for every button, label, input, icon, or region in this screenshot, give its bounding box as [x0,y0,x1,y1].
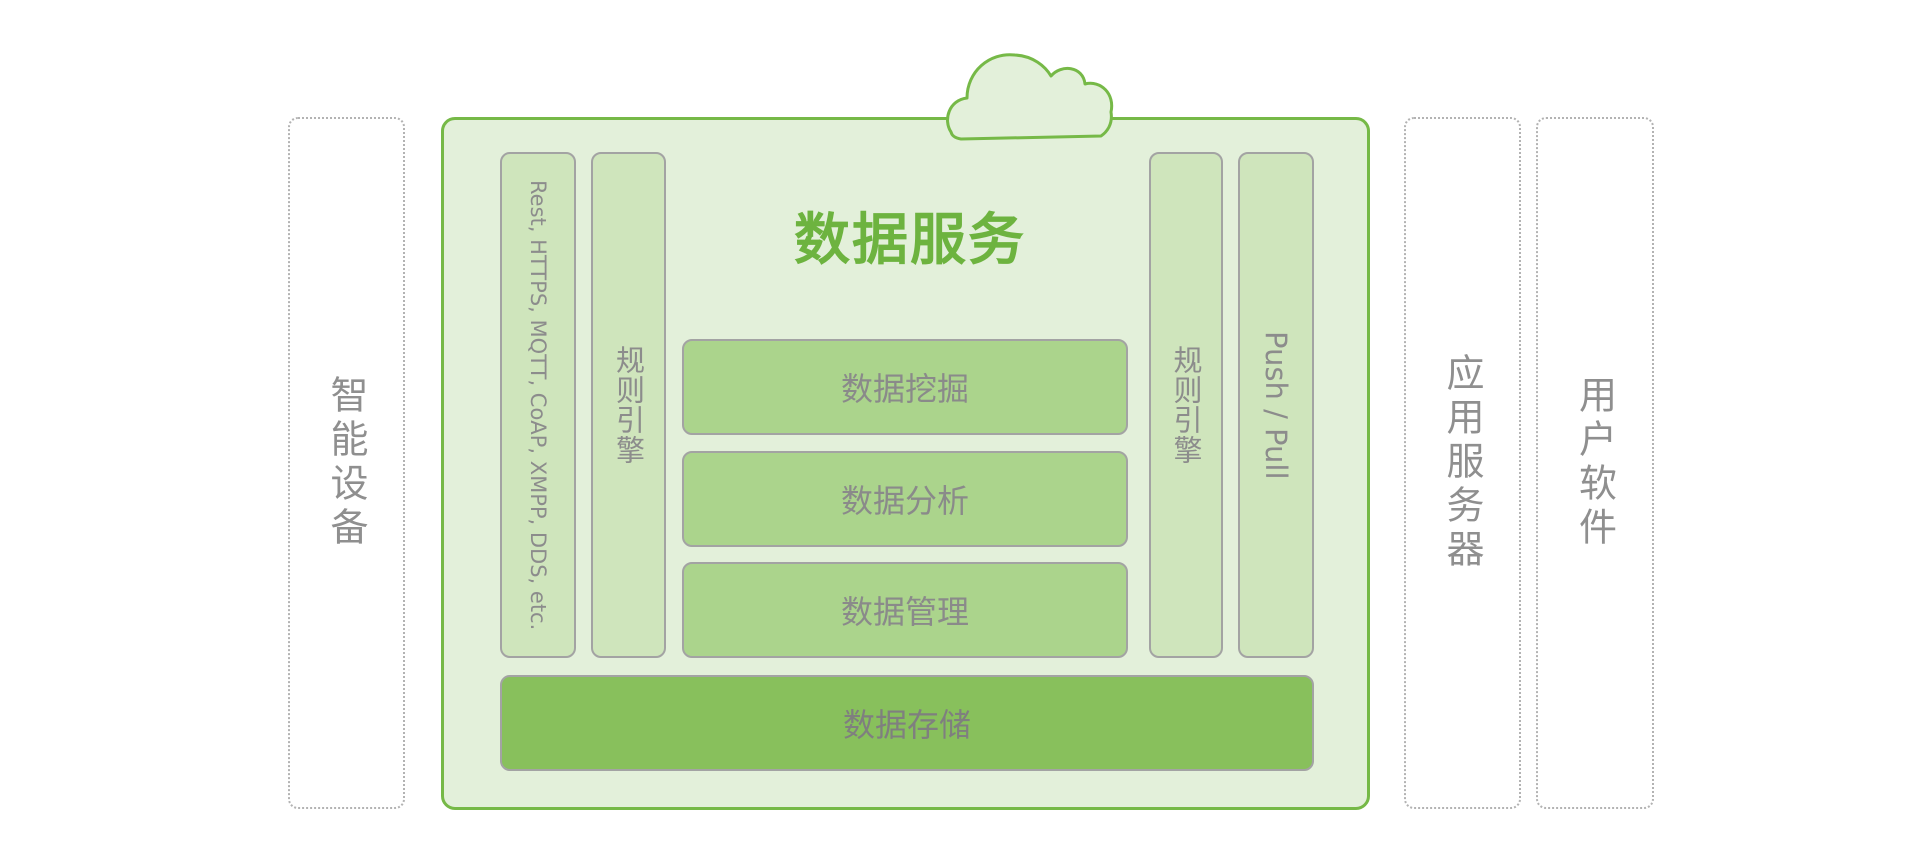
data-service-title: 数据服务 [794,208,1026,273]
user-software-label: 用户软件 [1572,375,1617,551]
protocols-column: Rest, HTTPS, MQTT, CoAP, XMPP, DDS, etc. [500,152,576,658]
data-storage-label: 数据存储 [842,706,971,744]
data-mining-box: 数据挖掘 [682,339,1128,435]
rule-engine-right-label: 规则引擎 [1169,345,1203,465]
smart-device-label: 智能设备 [324,375,368,551]
app-server-box: 应用服务器 [1404,117,1521,809]
push-pull-column: Push / Pull [1238,152,1314,658]
rule-engine-right-column: 规则引擎 [1149,152,1223,658]
data-management-label: 数据管理 [840,593,969,631]
app-server-label: 应用服务器 [1440,353,1484,573]
rule-engine-left-column: 规则引擎 [591,152,666,658]
data-mining-label: 数据挖掘 [840,370,969,408]
data-analysis-label: 数据分析 [840,482,969,520]
smart-device-box: 智能设备 [288,117,405,809]
data-storage-box: 数据存储 [500,675,1314,771]
cloud-icon [946,53,1114,141]
data-management-box: 数据管理 [682,562,1128,658]
push-pull-label: Push / Pull [1259,330,1293,480]
rule-engine-left-label: 规则引擎 [611,345,646,465]
data-analysis-box: 数据分析 [682,451,1128,547]
protocols-label: Rest, HTTPS, MQTT, CoAP, XMPP, DDS, etc. [526,179,550,631]
user-software-box: 用户软件 [1536,117,1654,809]
